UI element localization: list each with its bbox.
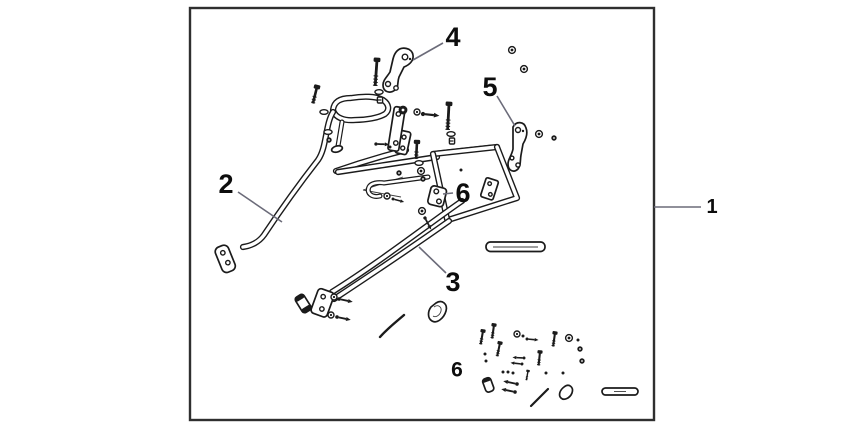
callout-4: 4: [445, 22, 460, 52]
part-5-bracket: [507, 121, 528, 172]
leader-3: [418, 246, 447, 274]
leader-6-mid: [442, 192, 454, 195]
leader-2: [237, 191, 283, 223]
callout-3: 3: [445, 267, 460, 297]
callout-2: 2: [218, 169, 233, 199]
callout-6-bottom: 6: [451, 359, 463, 382]
leader-5: [496, 95, 516, 127]
hardware-foot: [327, 293, 448, 339]
callout-1: 1: [706, 196, 717, 218]
leader-4: [412, 42, 444, 61]
callouts: 1 2 3 4 5 6 6: [218, 22, 717, 382]
rubber-strips: [485, 241, 639, 396]
callout-6-mid: 6: [455, 178, 470, 208]
callout-5: 5: [482, 72, 497, 102]
part-6-mid-bracket: [426, 185, 448, 208]
part-4-bracket: [382, 47, 414, 93]
part-3-carrier-frame: [294, 143, 521, 318]
hardware-top: [308, 45, 557, 232]
rivet: [459, 168, 463, 172]
hardware-kit-bottom: [477, 321, 585, 408]
